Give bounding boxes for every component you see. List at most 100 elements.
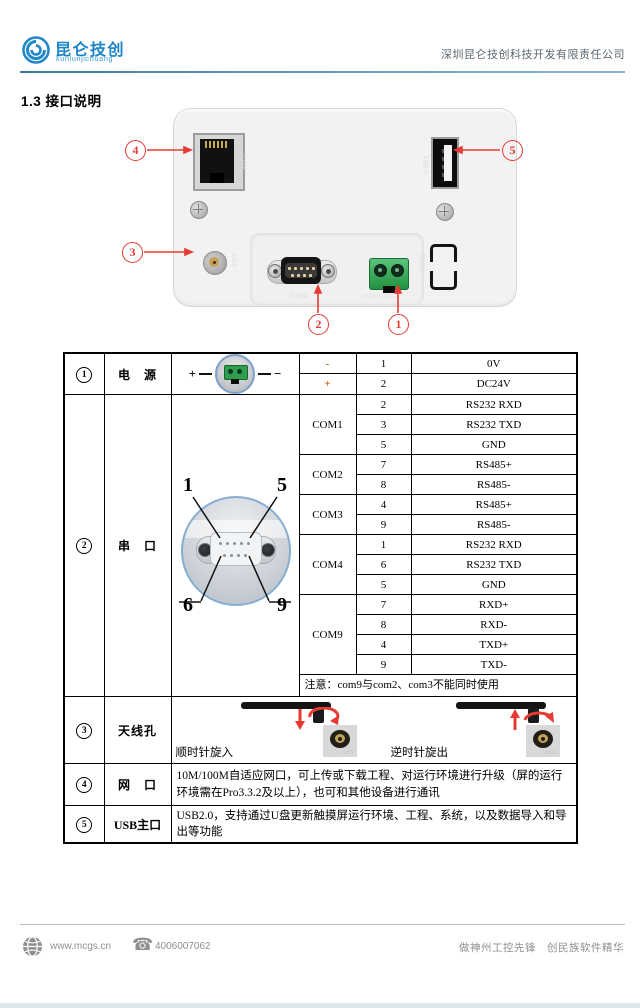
signal-cell: RS232 TXD — [410, 554, 578, 575]
pin-number-cell: 1 — [355, 534, 412, 555]
plus-sign: + — [188, 366, 196, 381]
db9-nut — [321, 264, 335, 278]
power-figure-cell: + − — [170, 352, 300, 395]
signal-cell: RS485- — [410, 514, 578, 535]
db9-photo: COM 1 5 6 9 — [173, 471, 297, 621]
pin-number-cell: 3 — [355, 414, 412, 435]
callout-4: 4 — [125, 140, 146, 161]
com-group-cell: COM2 — [298, 454, 357, 495]
callout-1: 1 — [388, 314, 409, 335]
usb2-gap — [429, 262, 433, 271]
usb-tongue — [444, 145, 452, 181]
footer-divider — [20, 924, 625, 925]
callout-3: 3 — [122, 242, 143, 263]
antenna-body — [455, 702, 546, 709]
ethernet-port: LAN — [193, 133, 248, 191]
pin-number-cell: 5 — [355, 574, 412, 595]
ant-label: ANT — [229, 253, 237, 268]
com-group-cell: COM4 — [298, 534, 357, 595]
row-name-power: 电 源 — [103, 352, 172, 395]
signal-cell: GND — [410, 434, 578, 455]
ant-photo-label: ANT — [544, 750, 558, 756]
screw-in-arrows — [294, 707, 339, 730]
circled-number-4: 4 — [76, 777, 93, 793]
screw-out-arrows — [509, 709, 554, 730]
minus-sign: − — [274, 366, 282, 381]
screw-out-label: 逆时针旋出 — [390, 747, 449, 759]
interface-spec-table: 1 电 源 + − - 1 0V + 2 DC24V — [63, 352, 578, 845]
power-terminal — [391, 264, 404, 277]
footer-phone: 4006007062 — [155, 941, 211, 952]
signal-cell: RXD- — [410, 614, 578, 635]
pin-number-cell: 9 — [355, 514, 412, 535]
screw-in-label: 顺时针旋入 — [175, 747, 234, 759]
usb2-label: USB2 — [419, 253, 427, 272]
antenna-center-hole — [212, 260, 216, 264]
antenna-body — [240, 702, 331, 709]
lan-label: LAN — [240, 155, 248, 170]
circled-number-1: 1 — [76, 366, 93, 383]
db9-serial-connector — [267, 253, 337, 289]
lan-description: 10M/100M自适应网口，可上传或下载工程、对运行环境进行升级（屏的运行环境需… — [170, 763, 578, 806]
row-name-antenna: 天线孔 — [103, 696, 172, 764]
pin-number-cell: 9 — [355, 654, 412, 675]
usb-host-port: USB1 — [423, 137, 459, 189]
circled-number-2: 2 — [76, 538, 93, 554]
table-row: COM9 7 RXD+ — [64, 594, 578, 675]
screw — [436, 203, 454, 221]
pin-sign-cell: + — [298, 373, 357, 395]
section-title: 1.3 接口说明 — [21, 94, 102, 109]
db9-face — [285, 263, 317, 278]
phone-icon: ☎ — [132, 935, 154, 954]
callout-5: 5 — [502, 140, 523, 161]
db9-body — [281, 257, 321, 284]
pin-number-cell: 1 — [355, 352, 412, 375]
serial-figure-cell: COM 1 5 6 9 — [170, 394, 300, 697]
pin-sign-cell: - — [298, 352, 357, 375]
row-name-usb: USB主口 — [103, 805, 172, 844]
com-group-cell: COM1 — [298, 394, 357, 455]
globe-icon — [22, 936, 43, 957]
antenna-connector — [203, 251, 227, 275]
signal-cell: RS485- — [410, 474, 578, 495]
pin-number-cell: 4 — [355, 634, 412, 655]
db9-nut — [268, 264, 282, 278]
footer-website: www.mcgs.cn — [50, 941, 112, 952]
pin-number-cell: 7 — [355, 594, 412, 615]
antenna-sma-connector — [527, 708, 539, 723]
usb-contacts — [442, 149, 444, 177]
pin9-label: 9 — [277, 593, 287, 616]
power-connector — [369, 258, 409, 293]
ethernet-pins — [205, 141, 229, 148]
signal-cell: RS485+ — [410, 454, 578, 475]
row-name-lan: 网 口 — [103, 763, 172, 806]
antenna-sma-connector — [312, 708, 324, 723]
table-row: COM4 1 RS232 RXD — [64, 534, 578, 595]
footer-slogan: 做神州工控先锋 创民族软件精华 — [459, 942, 624, 954]
company-logo-icon — [22, 36, 50, 64]
com-label: COM — [291, 293, 308, 300]
signal-cell: RS232 TXD — [410, 414, 578, 435]
header-divider — [20, 71, 625, 73]
ethernet-clip-tab — [210, 173, 224, 183]
pin-number-cell: 6 — [355, 554, 412, 575]
signal-cell: GND — [410, 574, 578, 595]
circled-number-5: 5 — [76, 816, 93, 833]
power-terminal — [374, 264, 387, 277]
signal-cell: 0V — [410, 352, 578, 375]
table-row: + 2 DC24V — [64, 373, 578, 395]
table-row: 3 天线孔 ANT — [63, 696, 578, 764]
signal-cell: RS485+ — [410, 494, 578, 515]
usb2-gap — [454, 262, 458, 271]
pin-number-cell: 8 — [355, 474, 412, 495]
com-group-cell: COM9 — [298, 594, 357, 675]
screw — [190, 201, 208, 219]
serial-note: 注意：com9与com2、com3不能同时使用 — [298, 674, 578, 697]
antenna-figure-cell: ANT 顺时针旋入 ANT — [172, 698, 576, 763]
signal-cell: TXD- — [410, 654, 578, 675]
pin5-label: 5 — [277, 473, 287, 496]
page-bottom-bar — [0, 1003, 640, 1008]
